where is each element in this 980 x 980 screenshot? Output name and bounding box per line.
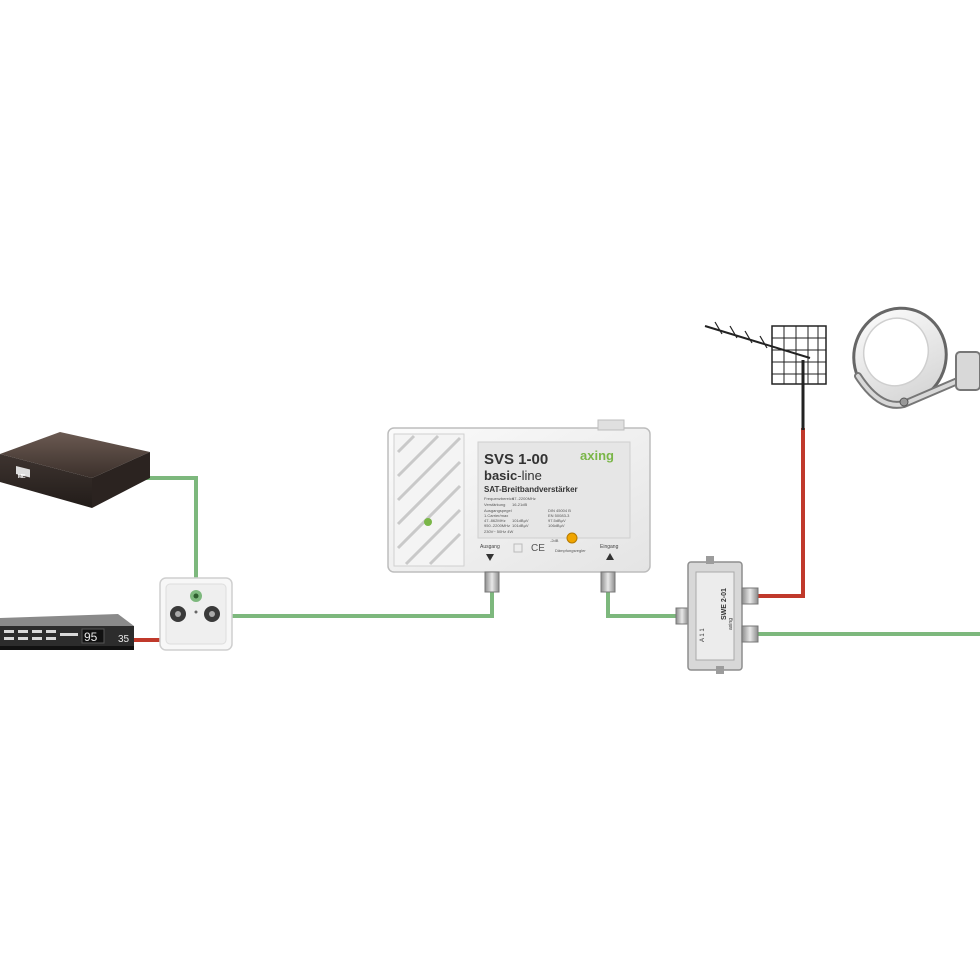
port-out-arrow-icon (486, 554, 494, 561)
amplifier-title: SAT-Breitbandverstärker (484, 485, 578, 494)
splitter-model: SWE 2-01 (721, 588, 728, 620)
attenuator-knob-icon[interactable] (566, 532, 578, 544)
lnb-icon (955, 351, 980, 391)
port-in-arrow-icon (606, 553, 614, 560)
cable-settop-to-socket (140, 476, 198, 590)
amplifier-input-connector[interactable] (600, 571, 616, 593)
receiver-display (81, 628, 105, 644)
attenuator-label: Dämpfungsregler (555, 548, 586, 553)
cable-amplifier-to-splitter (606, 592, 676, 618)
splitter-output-2-connector[interactable] (741, 625, 759, 643)
amplifier-symbol-icon (513, 543, 523, 553)
port-in-label: Eingang (600, 544, 619, 550)
amplifier-output-connector[interactable] (484, 571, 500, 593)
spec-left-2: Ausgangspegel (484, 508, 512, 513)
receiver-channel: 35 (118, 634, 130, 645)
splitter-brand: axing (728, 618, 734, 630)
settop-logo-icon (16, 465, 30, 478)
splitter-output-1-connector[interactable] (741, 587, 759, 605)
spec-right-4: 97.5dBµV (548, 518, 566, 523)
attenuator-range: -2dB (550, 538, 559, 543)
spec-mid-0: 47..2200MHz (512, 496, 536, 501)
spec-left-4: 47..862MHz (484, 518, 506, 523)
splitter-icon: SWE 2-01 axing A 1 1 (675, 556, 759, 674)
cables (132, 428, 980, 642)
spec-left-3: 1.Carrier/max (484, 513, 508, 518)
set-top-box-icon: ᴹᴱ (0, 432, 150, 508)
splitter-input-connector[interactable] (675, 607, 689, 625)
terrestrial-antenna-icon (704, 321, 827, 430)
settop-logo: ᴹᴱ (18, 473, 26, 482)
amplifier-series: basic-line (484, 468, 542, 483)
amplifier-icon: SVS 1-00 basic-line axing SAT-Breitbandv… (387, 419, 651, 593)
cable-splitter-to-antenna (758, 428, 805, 598)
spec-left-5: 950..2200MHz (484, 523, 510, 528)
spec-mid-5: 101dBµV (512, 523, 529, 528)
spec-right-2: DIN 45004 B (548, 508, 571, 513)
sat-receiver-icon: 95 35 (0, 614, 134, 650)
splitter-marks: A 1 1 (700, 628, 706, 642)
receiver-display-value: 95 (84, 630, 98, 644)
spec-mid-1: 16-21dB (512, 502, 527, 507)
antenna-socket-icon (159, 577, 233, 651)
port-out-label: Ausgang (480, 544, 500, 550)
spec-right-5: 106dBµV (548, 523, 565, 528)
spec-right-3: EN 50083-3 (548, 513, 570, 518)
amplifier-model: SVS 1-00 (484, 451, 548, 468)
amplifier-vent-icon (393, 433, 465, 567)
satellite-dish-icon (852, 306, 980, 409)
power-led-icon (424, 518, 432, 526)
spec-mid-4: 101dBµV (512, 518, 529, 523)
spec-footer: 230V~ 50Hz 4W (484, 529, 513, 534)
spec-left-1: Verstärkung (484, 502, 505, 507)
spec-left-0: Frequenzbereich (484, 496, 514, 501)
amplifier-brand: axing (580, 448, 614, 463)
ce-mark: CE (531, 543, 545, 554)
cable-socket-to-amplifier (232, 592, 494, 618)
